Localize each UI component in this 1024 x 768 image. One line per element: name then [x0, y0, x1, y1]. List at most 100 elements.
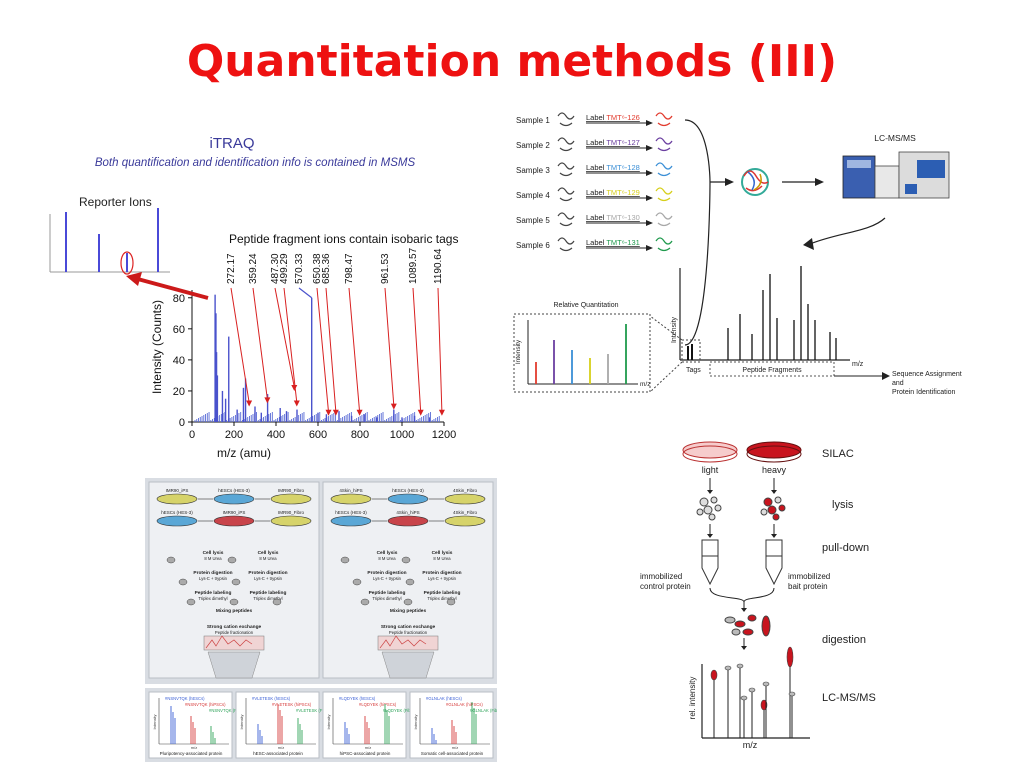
peptide-icon — [557, 237, 575, 252]
workflow-step-text: Cell lysis — [432, 550, 453, 556]
subpanel-caption: hiPSC-associated protein — [340, 751, 391, 756]
sample-icon — [178, 578, 188, 586]
fragment-mz-label: 359.24 — [248, 253, 259, 284]
tmt-label: Label TMT⁶-126 — [586, 113, 640, 122]
peptide-icon — [557, 212, 575, 227]
workflow-step-text: Triplex dimethyl — [372, 596, 401, 601]
peptide-peak-label: #VLETESK (hESCs) — [252, 696, 291, 701]
workflow-step-text: Lys-C + trypsin — [199, 576, 228, 581]
scx-chromatogram — [377, 635, 439, 651]
sample-label: Sample 1 — [516, 116, 550, 125]
peptide-icon — [557, 162, 575, 177]
cell-line-label: hESCs (HES-3) — [218, 488, 250, 493]
workflow-step-text: Lys-C + trypsin — [254, 576, 283, 581]
bait-label-2: bait protein — [788, 582, 828, 591]
peptide-peak-label: #VLETESK (hiPSCs) — [272, 702, 312, 707]
fragment-arrowhead — [291, 384, 298, 391]
peptide-peak-label: #LQDYEK (Fibro) — [383, 708, 416, 713]
subpanel-intensity-label: Intensity — [326, 715, 331, 730]
fragment-arrow — [283, 287, 298, 403]
control-label-2: control protein — [640, 582, 691, 591]
workflow-step-text: Protein digestion — [193, 570, 232, 576]
workflow-step-text: Triplex dimethyl — [427, 596, 456, 601]
tmt-label: Label TMT⁶-128 — [586, 163, 640, 172]
x-axis-label: m/z (amu) — [217, 446, 271, 460]
workflow-step-text: Peptide labeling — [250, 590, 287, 596]
sample-icon — [352, 578, 362, 586]
step-lcms: LC-MS/MS — [822, 692, 876, 704]
fragment-arrowhead — [264, 397, 271, 404]
sample-label: Sample 4 — [516, 191, 550, 200]
itraq-subtitle: Both quantification and identification i… — [95, 157, 416, 169]
workflow-step-text: Peptide labeling — [369, 590, 406, 596]
fragment-mz-label: 961.53 — [380, 253, 391, 284]
sample-row: Sample 1 Label TMT⁶-126 — [516, 112, 673, 127]
tmt-label: Label TMT⁶-127 — [586, 138, 640, 147]
x-tick-label: 200 — [225, 429, 243, 441]
cell-line-label: hESCs (HES-3) — [335, 510, 367, 515]
fragment-arrow — [384, 287, 395, 406]
sample-icon — [272, 598, 282, 606]
culture-dish — [156, 515, 198, 527]
workflow-step-text: Cell lysis — [377, 550, 398, 556]
light-peptide-marker — [762, 681, 770, 687]
bait-label-1: immobilized — [788, 572, 830, 581]
bait-column-icon — [765, 539, 783, 586]
peptide-icon — [557, 112, 575, 127]
fragment-arrow — [437, 287, 443, 412]
workflow-step-text: Mixing peptides — [390, 608, 427, 614]
heavy-peptide-marker — [710, 669, 718, 681]
fragment-mz-label: 650.38 — [312, 253, 323, 284]
rq-intensity-label: Intensity — [515, 339, 522, 364]
culture-dish — [330, 493, 372, 505]
fragment-arrowhead — [390, 403, 397, 410]
tmt-fragment-spectrum — [679, 266, 850, 361]
sample-icon — [403, 598, 413, 606]
workflow-step-text: Triplex dimethyl — [198, 596, 227, 601]
subpanel-caption: Pluripotency-associated protein — [160, 751, 223, 756]
culture-dish — [444, 515, 486, 527]
workflow-step-text: Protein digestion — [422, 570, 461, 576]
labeled-peptide-icon — [655, 187, 673, 202]
y-tick-label: 40 — [173, 355, 185, 367]
workflow-step-text: 8 M Urea — [433, 556, 451, 561]
sample-label: Sample 5 — [516, 216, 550, 225]
step-silac: SILAC — [822, 448, 854, 460]
workflow-step-text: Protein digestion — [367, 570, 406, 576]
workflow-step-text: Cell lysis — [203, 550, 224, 556]
sample-label: Sample 3 — [516, 166, 550, 175]
workflow-step-text: 8 M Urea — [378, 556, 396, 561]
peptide-icon — [557, 137, 575, 152]
fragment-mz-label: 272.17 — [226, 253, 237, 284]
silac-x-label: m/z — [743, 740, 758, 750]
culture-dish — [156, 493, 198, 505]
sample-row: Sample 3 Label TMT⁶-128 — [516, 162, 673, 177]
itraq-title: iTRAQ — [210, 135, 255, 152]
quant-subpanel — [322, 691, 407, 759]
heavy-peptide-marker — [786, 646, 794, 668]
cell-line-label: 4Skin_Fibro — [453, 488, 478, 493]
cell-line-label: 4Skin_Fibro — [453, 510, 478, 515]
workflow-step-text: Strong cation exchange — [381, 624, 436, 630]
culture-dish — [270, 493, 312, 505]
sequence-line-1: Sequence Assignment — [892, 371, 962, 378]
sample-label: Sample 6 — [516, 241, 550, 250]
silac-y-label: rel. intensity — [688, 677, 697, 720]
peptide-peak-label: #NSNVTQK (hiPSCs) — [185, 702, 226, 707]
sample-icon — [401, 556, 411, 564]
peptide-fragments-label: Peptide Fragments — [742, 367, 802, 374]
labeled-peptide-icon — [655, 237, 673, 252]
sample-icon — [231, 578, 241, 586]
cell-line-label: 4Skin_hiPS — [339, 488, 362, 493]
fragment-line — [298, 287, 313, 299]
light-peptide-marker — [788, 691, 796, 697]
tmt-intensity-label: Intensity — [671, 316, 678, 343]
culture-dish — [270, 515, 312, 527]
fragment-arrowhead — [246, 400, 253, 407]
y-tick-label: 20 — [173, 386, 185, 398]
